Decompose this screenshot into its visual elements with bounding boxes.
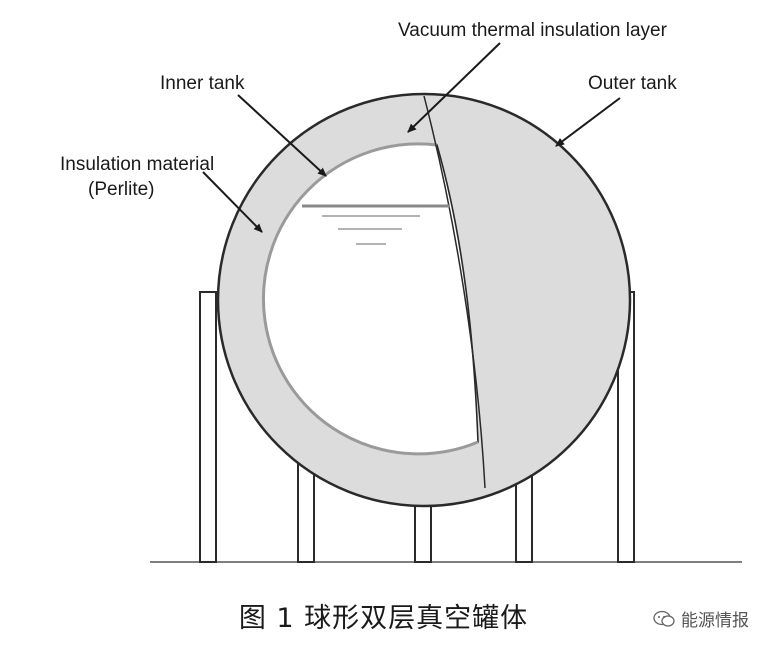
inner-tank-arrow (237, 94, 327, 177)
spherical-tank-diagram: Vacuum thermal insulation layer Inner ta… (60, 20, 742, 563)
outer-tank-arrow (555, 97, 621, 147)
outer-shell-cut-edge (423, 95, 486, 489)
wechat-icon (653, 610, 675, 627)
vacuum-layer-label: Vacuum thermal insulation layer (398, 20, 668, 41)
inner-tank-label: Inner tank (160, 73, 245, 94)
insulation-label-line2: (Perlite) (88, 179, 155, 200)
inner-tank-wall (262, 142, 479, 456)
insulation-arrow (202, 171, 263, 233)
outer-tank-label: Outer tank (588, 73, 677, 94)
vacuum-layer-arrow (407, 42, 501, 133)
figure-caption: 图 1 球形双层真空罐体 (238, 603, 529, 634)
watermark-text: 能源情报 (681, 611, 749, 631)
insulation-label-line1: Insulation material (60, 154, 214, 175)
watermark: 能源情报 (653, 606, 749, 631)
support-leg-left-outer (199, 291, 217, 563)
